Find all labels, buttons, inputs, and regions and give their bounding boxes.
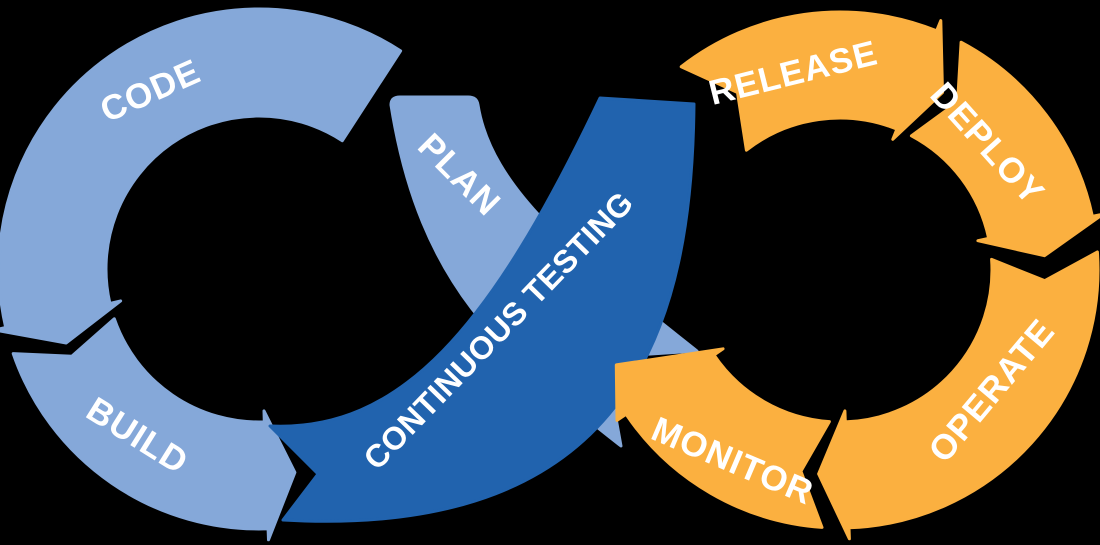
continuous-testing-ribbon (268, 96, 696, 523)
monitor-arc-segment (614, 347, 831, 529)
deploy-arc-segment (909, 40, 1100, 258)
code-arc-segment (0, 7, 403, 345)
build-arc-segment (11, 317, 297, 542)
release-arc-segment (679, 10, 944, 152)
operate-arc-segment (817, 250, 1100, 541)
